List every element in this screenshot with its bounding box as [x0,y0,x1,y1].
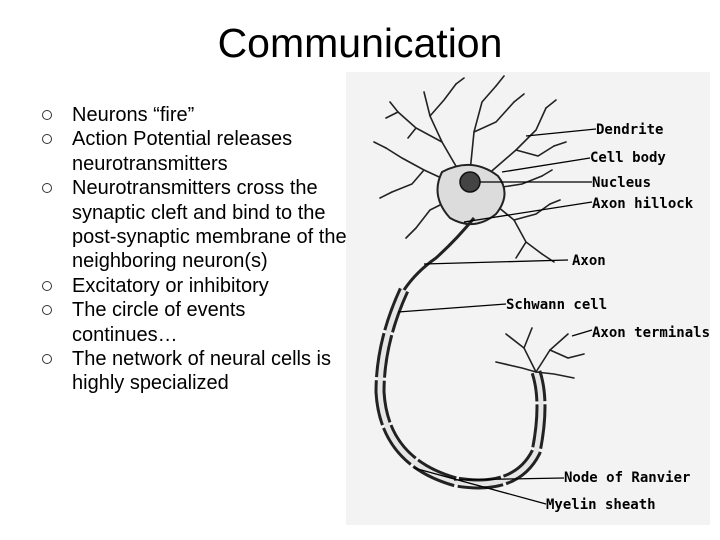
bullet-item: Excitatory or inhibitory [42,274,347,298]
neuron-illustration: Dendrite Cell body Nucleus Axon hillock … [346,72,710,525]
bullet-marker-icon [42,354,52,365]
bullet-text: Excitatory or inhibitory [72,274,269,297]
bullet-marker-icon [42,305,52,316]
label-cell-body: Cell body [590,150,666,166]
axon [377,288,544,487]
leader-lines [397,128,597,505]
bullet-list: Neurons “fire” Action Potential releases… [42,103,347,396]
bullet-item: The circle of events continues… [42,298,347,347]
label-nucleus: Nucleus [592,175,651,191]
bullet-text: The network of neural cells is highly sp… [72,348,332,395]
slide-title: Communication [217,20,503,66]
neuron-diagram: Dendrite Cell body Nucleus Axon hillock … [346,72,710,525]
label-dendrite: Dendrite [596,122,663,138]
label-axon-terminals: Axon terminals [592,325,710,341]
bullet-text: Neurons “fire” [72,104,195,126]
axon-hillock [402,217,476,291]
bullet-text: Action Potential releases neurotransmitt… [72,128,293,175]
bullet-marker-icon [42,110,52,120]
label-axon: Axon [572,253,606,269]
bullet-item: Action Potential releases neurotransmitt… [42,127,347,176]
bullet-marker-icon [42,183,52,194]
bullet-text: Neurotransmitters cross the synaptic cle… [72,177,347,273]
bullet-text: The circle of events continues… [72,299,246,346]
bullet-marker-icon [42,280,52,291]
axon-terminals [495,327,585,379]
label-axon-hillock: Axon hillock [592,196,694,212]
label-schwann-cell: Schwann cell [506,297,607,313]
bullet-item: The network of neural cells is highly sp… [42,347,347,396]
dendrites [373,75,567,263]
bullet-item: Neurons “fire” [42,103,347,127]
bullet-item: Neurotransmitters cross the synaptic cle… [42,176,347,274]
bullet-marker-icon [42,134,52,145]
cell-body [436,164,506,225]
label-node-of-ranvier: Node of Ranvier [564,470,690,486]
nucleus [459,171,481,193]
label-myelin-sheath: Myelin sheath [546,497,656,513]
